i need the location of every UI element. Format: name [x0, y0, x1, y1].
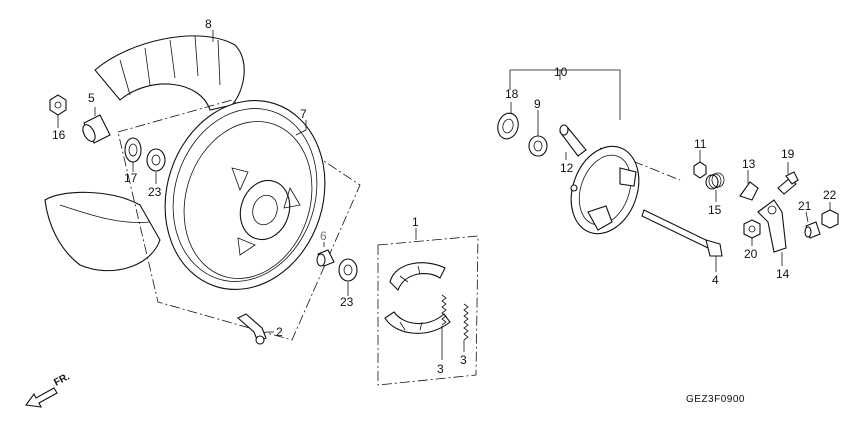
air-valve[interactable]	[237, 313, 267, 345]
distance-collar[interactable]	[316, 249, 335, 267]
axle-nut[interactable]	[49, 94, 67, 116]
diagram-code: GEZ3F0900	[686, 394, 745, 405]
tire[interactable]	[44, 35, 245, 272]
part-label-23-right: 23	[340, 295, 354, 309]
part-label-5: 5	[88, 91, 95, 105]
part-label-12: 12	[560, 161, 574, 175]
radial-bearing-right[interactable]	[338, 258, 358, 282]
bolt[interactable]	[777, 171, 799, 195]
part-label-10: 10	[554, 65, 568, 79]
flange-nut[interactable]	[693, 161, 707, 179]
brake-panel[interactable]	[560, 137, 651, 243]
brake-shoe-outline	[377, 235, 479, 386]
part-label-9: 9	[534, 97, 541, 111]
part-label-17: 17	[124, 171, 138, 185]
part-label-4: 4	[712, 273, 719, 287]
part-label-13: 13	[742, 157, 756, 171]
part-label-19: 19	[781, 147, 795, 161]
brake-arm[interactable]	[757, 199, 787, 253]
part-label-21: 21	[798, 199, 812, 213]
part-label-14: 14	[776, 267, 790, 281]
joint-pin[interactable]	[804, 221, 821, 239]
part-label-11: 11	[694, 137, 707, 151]
radial-bearing-left[interactable]	[146, 148, 166, 172]
part-label-8: 8	[205, 17, 212, 31]
part-label-15: 15	[708, 203, 722, 217]
indicator-plate[interactable]	[739, 181, 759, 201]
part-label-1: 1	[412, 215, 419, 229]
brake-shoe-spring-2[interactable]	[463, 303, 469, 341]
part-label-23-left: 23	[148, 185, 162, 199]
part-label-18: 18	[505, 87, 519, 101]
axle[interactable]	[641, 209, 723, 257]
collar-spacer[interactable]	[80, 114, 111, 144]
brake-shoe-spring-1[interactable]	[441, 294, 447, 326]
wear-indicator[interactable]	[528, 135, 548, 157]
part-label-20: 20	[744, 247, 758, 261]
part-label-22: 22	[823, 188, 837, 202]
part-label-3-left: 3	[437, 362, 444, 376]
adjusting-nut[interactable]	[821, 209, 839, 229]
wheel-rim[interactable]	[141, 80, 349, 311]
part-label-3-right: 3	[460, 353, 467, 367]
part-label-7: 7	[300, 107, 307, 121]
part-label-2: 2	[276, 325, 283, 339]
brake-shoes[interactable]	[384, 262, 451, 334]
arm-nut[interactable]	[743, 219, 761, 239]
leader-lines	[57, 30, 831, 360]
part-label-16: 16	[52, 128, 66, 142]
return-spring[interactable]	[705, 172, 725, 190]
direction-label: FR.	[52, 371, 72, 388]
dust-seal[interactable]	[124, 137, 142, 163]
brake-cam[interactable]	[559, 124, 587, 157]
front-direction-arrow: FR.	[25, 371, 72, 408]
oil-seal[interactable]	[495, 111, 521, 141]
part-label-6: 6	[320, 229, 327, 243]
